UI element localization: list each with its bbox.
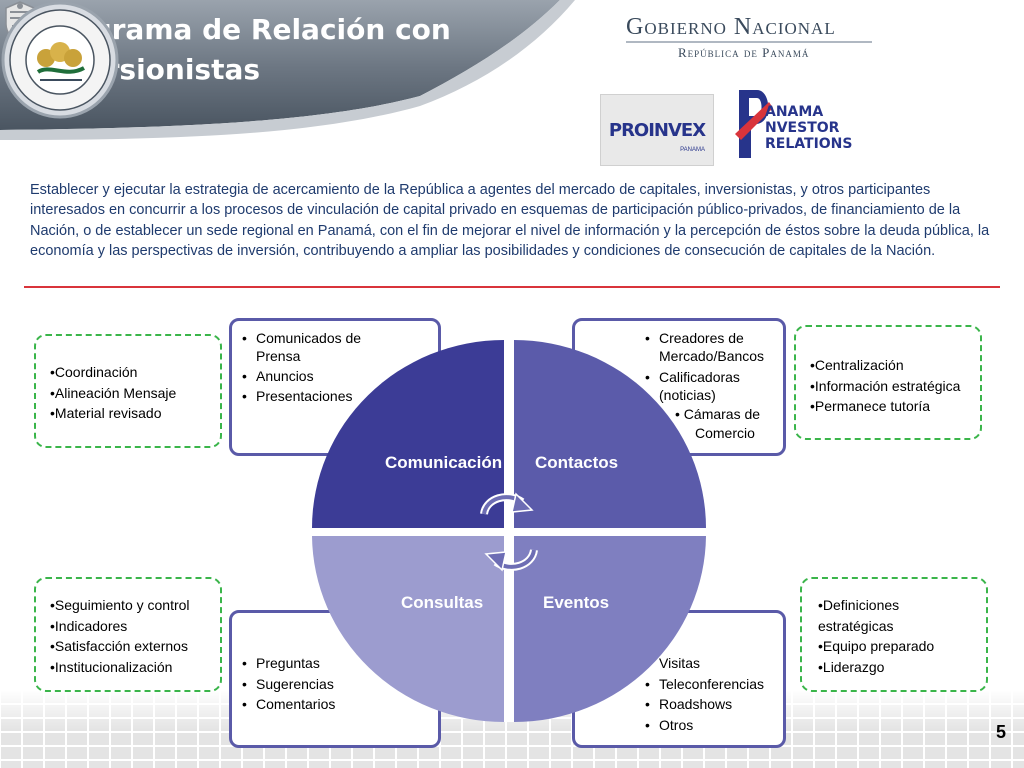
dashed-item: •Permanece tutoría [810,398,931,414]
pir-line-1: ANAMA [765,104,824,120]
quadrant-consultas [312,536,504,722]
consultas-item: Comentarios [234,694,374,715]
cycle-arrows-icon [480,492,538,572]
strategy-circle-graphic [310,338,710,722]
dashed-item: •Indicadores [50,617,128,634]
comunicacion-list: Comunicados de Prensa Anuncios Presentac… [234,329,374,406]
comunicacion-item: Comunicados de Prensa [234,329,374,365]
dashed-box-top-right: •Centralización •Información estratégica… [794,325,982,440]
dashed-list-bottom-right: •Definiciones estratégicas •Equipo prepa… [818,595,978,677]
proinvex-logo: PROINVEX PANAMA [600,94,714,166]
mef-seal-icon [1,1,119,119]
pir-line-3: RELATIONS [765,136,853,152]
dashed-item: •Definiciones estratégicas [818,597,900,634]
pir-line-2: NVESTOR [765,120,840,136]
contactos-item: Calificadoras (noticias) [637,368,787,404]
red-divider [24,286,1000,288]
consultas-item: Sugerencias [234,674,374,695]
dashed-list-top-left: •Coordinación •Alineación Mensaje •Mater… [50,362,176,424]
slide-header: Programa de Relación con Inversionistas … [0,0,1024,166]
dashed-item: •Coordinación [50,364,138,380]
quadrant-label-comunicacion: Comunicación [385,453,503,472]
proinvex-logo-text: PROINVEX [608,119,706,141]
quadrant-label-eventos: Eventos [543,593,610,612]
dashed-item: •Liderazgo [818,658,885,675]
dashed-box-bottom-left: •Seguimiento y control •Indicadores •Sat… [34,577,222,692]
dashed-item: •Centralización [810,357,904,373]
gov-divider [626,41,872,43]
strategy-circle: Comunicación Contactos Consultas Eventos [310,338,710,722]
quadrant-label-consultas: Consultas [401,593,484,612]
dashed-item: •Seguimiento y control [50,597,190,613]
gov-title: Gobierno Nacional [626,14,836,40]
dashed-list-bottom-left: •Seguimiento y control •Indicadores •Sat… [50,595,190,677]
intro-paragraph: Establecer y ejecutar la estrategia de a… [30,182,990,259]
quadrant-label-contactos: Contactos [535,453,619,472]
dashed-box-top-left: •Coordinación •Alineación Mensaje •Mater… [34,334,222,448]
dashed-box-bottom-right: •Definiciones estratégicas •Equipo prepa… [800,577,988,692]
page-number: 5 [996,722,1007,742]
pir-p-icon [735,90,773,158]
proinvex-logo-subtext: PANAMA [680,147,705,153]
eventos-item: Roadshows [637,694,787,715]
quadrant-comunicacion [312,340,504,528]
eventos-list: Visitas Teleconferencias Roadshows Otros [637,653,787,735]
dashed-item: •Satisfacción externos [50,638,188,654]
comunicacion-item: Presentaciones [234,387,374,406]
gov-subtitle: República de Panamá [678,45,810,60]
consultas-list: Preguntas Sugerencias Comentarios [234,653,374,715]
eventos-item: Teleconferencias [637,674,787,695]
dashed-item: •Alineación Mensaje [50,384,177,401]
dashed-item: •Información estratégica [810,377,961,394]
contactos-list: Creadores de Mercado/Bancos Calificadora… [637,329,787,443]
quadrant-eventos [514,536,706,722]
dashed-item: •Institucionalización [50,658,173,675]
panama-investor-relations-logo: ANAMA NVESTOR RELATIONS [735,88,855,160]
header-banner [0,0,575,140]
dashed-item: •Material revisado [50,405,162,421]
quadrant-contactos [514,340,706,528]
dashed-list-top-right: •Centralización •Información estratégica… [810,355,960,417]
pir-logo-text: ANAMA NVESTOR RELATIONS [765,104,852,152]
eventos-item: Otros [637,715,787,736]
consultas-item: Preguntas [234,653,374,674]
comunicacion-item: Anuncios [234,367,374,386]
contactos-item: Creadores de Mercado/Bancos [637,329,787,365]
dashed-item: •Equipo preparado [818,638,935,654]
